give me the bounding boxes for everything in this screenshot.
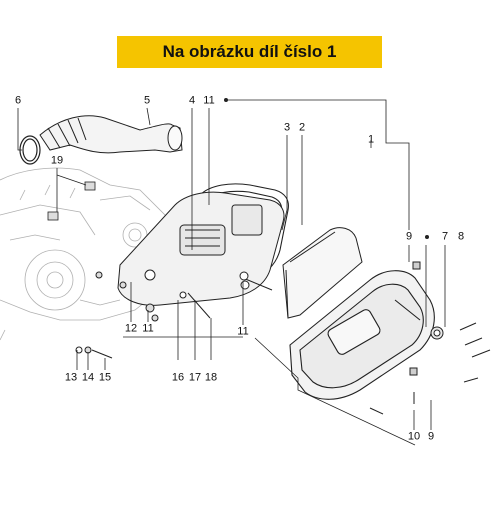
air-filter-element <box>282 227 363 319</box>
callout-13: 13 <box>64 371 78 384</box>
callout-14: 14 <box>81 371 95 384</box>
leader-lines <box>17 99 446 446</box>
intake-hose <box>39 115 183 154</box>
engine-block-outline <box>0 167 171 341</box>
hose-clamp <box>19 135 41 165</box>
callout-3: 3 <box>283 121 291 134</box>
callout-12: 12 <box>124 322 138 335</box>
callout-1: 1 <box>367 133 375 146</box>
nut-19 <box>47 181 96 221</box>
callout-8: 8 <box>457 230 465 243</box>
part-number-banner: Na obrázku díl číslo 1 <box>117 36 382 68</box>
callout-10: 10 <box>407 430 421 443</box>
callout-16: 16 <box>171 371 185 384</box>
callout-4: 4 <box>188 94 196 107</box>
callout-2: 2 <box>298 121 306 134</box>
screws <box>75 261 491 415</box>
callout-19: 19 <box>50 154 64 167</box>
leader-dot <box>224 98 228 102</box>
callout-18: 18 <box>204 371 218 384</box>
callout-11-top: 11 <box>203 94 215 107</box>
inner-cover-casting <box>117 191 285 306</box>
callout-5: 5 <box>143 94 151 107</box>
callout-15: 15 <box>98 371 112 384</box>
callout-6: 6 <box>14 94 22 107</box>
callout-11-middle: 11 <box>142 322 154 335</box>
callout-9-top: 9 <box>405 230 413 243</box>
leader-dot-2 <box>425 235 429 239</box>
callout-9-bottom: 9 <box>427 430 435 443</box>
outer-filter-cover <box>289 270 435 400</box>
callout-7: 7 <box>441 230 449 243</box>
callout-17: 17 <box>188 371 202 384</box>
callout-11-right: 11 <box>237 325 249 338</box>
